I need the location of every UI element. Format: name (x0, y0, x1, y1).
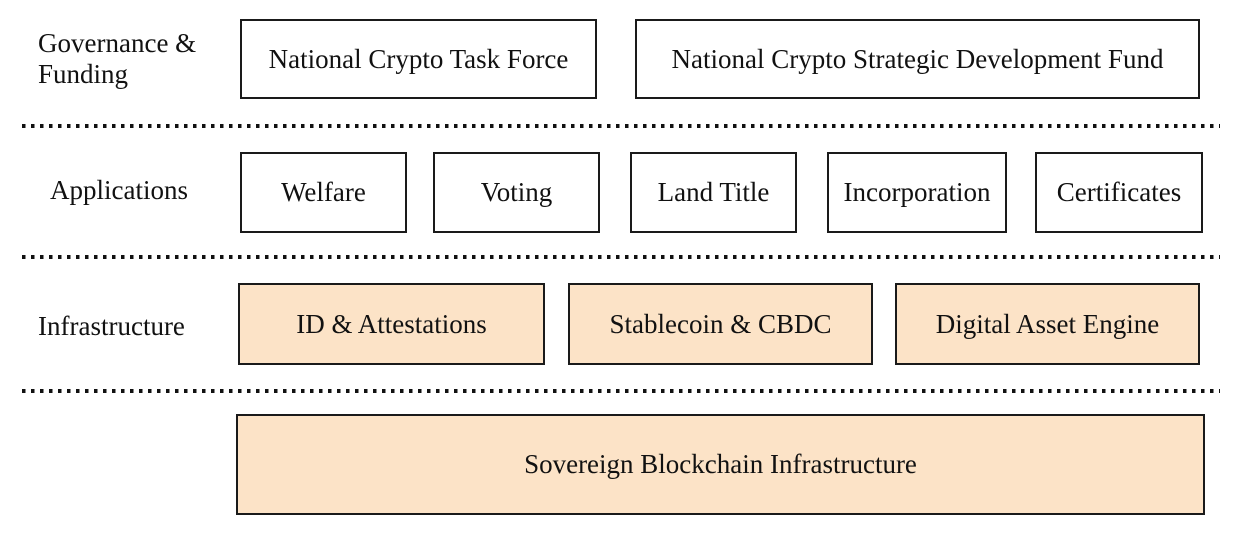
box-id-attestations: ID & Attestations (238, 283, 545, 365)
box-stablecoin-cbdc: Stablecoin & CBDC (568, 283, 873, 365)
layer-label-line1: Governance & (38, 28, 197, 58)
layer-divider-3 (22, 389, 1220, 393)
layer-label-line2: Funding (38, 59, 129, 89)
layer-label-line1: Infrastructure (38, 311, 185, 341)
layer-divider-2 (22, 255, 1220, 259)
box-sovereign-blockchain-infrastructure: Sovereign Blockchain Infrastructure (236, 414, 1205, 515)
layer-label-applications: Applications (50, 175, 188, 206)
box-welfare: Welfare (240, 152, 407, 233)
box-incorporation: Incorporation (827, 152, 1007, 233)
box-certificates: Certificates (1035, 152, 1203, 233)
box-voting: Voting (433, 152, 600, 233)
layer-label-infrastructure: Infrastructure (38, 311, 185, 342)
box-national-crypto-task-force: National Crypto Task Force (240, 19, 597, 99)
layer-label-line1: Applications (50, 175, 188, 205)
layer-label-governance-funding: Governance & Funding (38, 28, 196, 90)
layer-divider-1 (22, 124, 1220, 128)
box-national-crypto-strategic-development-fund: National Crypto Strategic Development Fu… (635, 19, 1200, 99)
box-digital-asset-engine: Digital Asset Engine (895, 283, 1200, 365)
box-land-title: Land Title (630, 152, 797, 233)
